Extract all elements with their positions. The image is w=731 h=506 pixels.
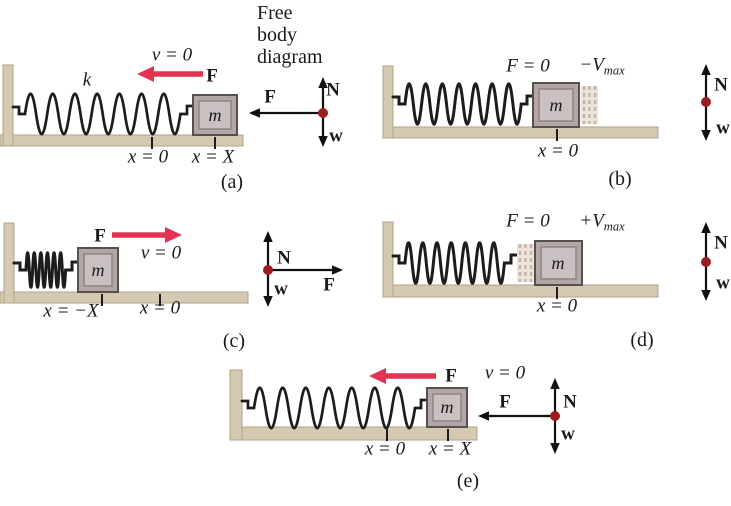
velocity-label-a: v = 0 (151, 44, 193, 66)
panel-a-wall (2, 64, 14, 147)
panel-c-fbd-force-arrow-head (332, 265, 343, 275)
panel-a-fbd-normal-arrow-head (318, 77, 328, 88)
panel-e-fbd-force-arrow-head (478, 411, 489, 421)
velocity-max-label-b: −Vmax (579, 55, 624, 77)
fbd-e-normal-label: N (563, 391, 577, 413)
velocity-max-main-b: −V (579, 54, 604, 76)
panel-b-spring (391, 82, 535, 126)
panel-e-fbd-weight-arrow-head (550, 443, 560, 454)
panel-a-fbd-dot (318, 108, 328, 118)
fbd-e-weight-label: w (561, 423, 575, 445)
velocity-max-label-d: +Vmax (579, 211, 624, 233)
title-line-1: Free (257, 2, 293, 24)
panel-letter-d: (d) (630, 329, 654, 351)
force-zero-label-d: F = 0 (506, 210, 550, 232)
tick-label-d-x0: x = 0 (536, 295, 578, 317)
tick-label-e-xX: x = X (428, 438, 472, 460)
velocity-max-sub-b: max (603, 63, 625, 78)
panel-a-floor (0, 134, 244, 147)
panel-c-applied-force-arrow-head (165, 227, 182, 243)
tick-label-e-x0: x = 0 (364, 438, 406, 460)
fbd-d-weight-label: w (716, 272, 730, 294)
fbd-c-weight-label: w (274, 278, 288, 300)
panel-b-wall (382, 65, 394, 139)
panel-d-mass-face (540, 246, 577, 280)
panel-b-floor (382, 126, 659, 139)
panel-letter-a: (a) (220, 171, 244, 193)
panel-c-fbd-weight-arrow-head (263, 296, 273, 307)
fbd-a-normal-label: N (326, 79, 340, 101)
panel-c-floor (0, 291, 249, 304)
panel-b-fbd-normal-arrow-head (701, 64, 711, 75)
panel-letter-b: (b) (608, 168, 632, 190)
tick-label-c-x0: x = 0 (139, 297, 181, 319)
panel-c-fbd-dot (263, 265, 273, 275)
panel-e-mass-face (432, 393, 462, 422)
panel-d-wall (382, 221, 394, 298)
panel-d-floor (382, 284, 659, 298)
panel-a-mass-face (198, 100, 232, 130)
panel-d-fbd-weight-arrow-head (701, 290, 711, 301)
fbd-b-weight-label: w (716, 117, 730, 139)
panel-b-fbd-dot (701, 97, 711, 107)
tick-label-a-x0: x = 0 (127, 146, 169, 168)
mass-label-a: m (208, 105, 222, 125)
panel-e-applied-force-arrow-head (369, 368, 386, 384)
panel-c-fbd-normal-arrow-head (263, 231, 273, 242)
panel-b-motion-ghost-fill (581, 86, 598, 124)
velocity-label-c: v = 0 (140, 242, 182, 264)
panel-e-fbd-normal-arrow-head (550, 378, 560, 389)
panel-c-spring (12, 251, 80, 289)
panel-e-spring (240, 386, 429, 430)
mass-label-b: m (549, 95, 563, 115)
panel-a-fbd-force-arrow-head (249, 108, 260, 118)
mass-label-e: m (440, 397, 454, 417)
fbd-c-force-label: F (323, 274, 335, 296)
panel-letter-c: (c) (222, 330, 246, 352)
applied-force-label-e: F (445, 365, 457, 387)
spring-constant-label: k (82, 69, 92, 91)
fbd-d-normal-label: N (714, 232, 728, 254)
force-zero-label-b: F = 0 (506, 55, 550, 77)
title-line-2: body (257, 24, 297, 46)
fbd-c-normal-label: N (277, 247, 291, 269)
panel-b-mass-face (538, 88, 574, 122)
panel-a-spring (11, 92, 195, 136)
velocity-label-e: v = 0 (484, 362, 526, 384)
fbd-e-force-label: F (499, 391, 511, 413)
free-body-diagram-title: Free body diagram (257, 2, 323, 68)
tick-label-c-negX: x = −X (43, 300, 99, 322)
velocity-max-sub-d: max (603, 219, 625, 234)
mass-label-c: m (91, 260, 105, 280)
panel-a-applied-force-arrow-head (137, 66, 154, 82)
tick-label-a-xX: x = X (191, 146, 235, 168)
applied-force-label-a: F (206, 65, 218, 87)
panel-b-fbd-weight-arrow-head (701, 130, 711, 141)
title-line-3: diagram (257, 46, 323, 68)
panel-letter-e: (e) (456, 470, 480, 492)
panel-d-fbd-dot (701, 257, 711, 267)
panel-e-wall (229, 369, 243, 441)
panel-d-motion-ghost-fill (517, 244, 534, 282)
panel-d-spring (391, 241, 519, 285)
panel-a-fbd-weight-arrow-head (318, 136, 328, 147)
velocity-max-main-d: +V (579, 210, 604, 232)
panel-e-fbd-dot (550, 411, 560, 421)
fbd-b-normal-label: N (714, 74, 728, 96)
fbd-a-force-label: F (264, 86, 276, 108)
tick-label-b-x0: x = 0 (537, 140, 579, 162)
panel-d-fbd-normal-arrow-head (701, 222, 711, 233)
fbd-a-weight-label: w (329, 125, 343, 147)
panel-c-mass-face (83, 253, 113, 287)
mass-label-d: m (551, 253, 565, 273)
applied-force-label-c: F (94, 225, 106, 247)
